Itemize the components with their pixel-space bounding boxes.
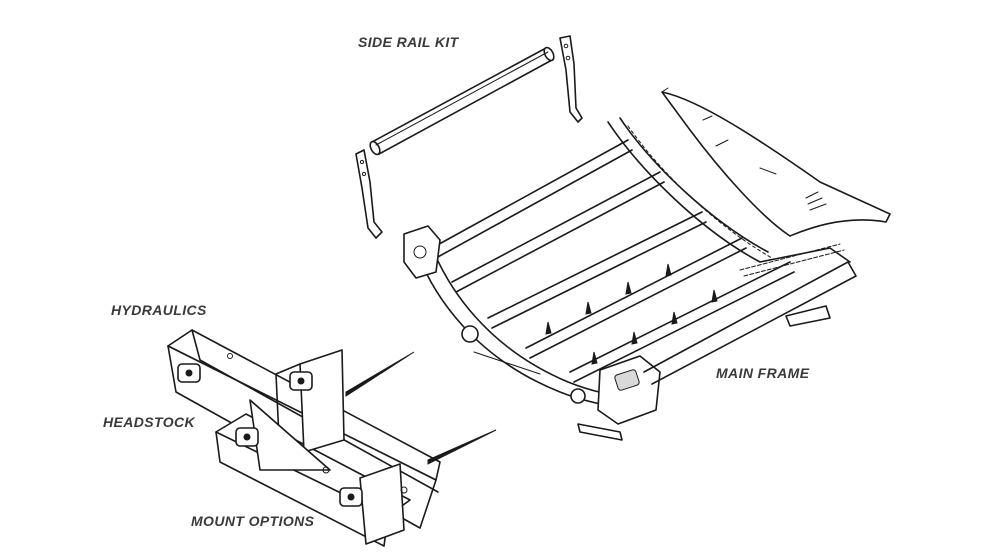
hydraulics-label: HYDRAULICS [111,302,207,318]
main-frame-illustration [403,87,891,441]
headstock-illustration [167,329,497,547]
side-rail-kit-label: SIDE RAIL KIT [358,34,459,50]
mount-options-label: MOUNT OPTIONS [191,513,315,529]
main-frame-label: MAIN FRAME [716,365,810,381]
side-rail-kit-illustration [355,35,583,239]
headstock-label: HEADSTOCK [103,414,196,430]
